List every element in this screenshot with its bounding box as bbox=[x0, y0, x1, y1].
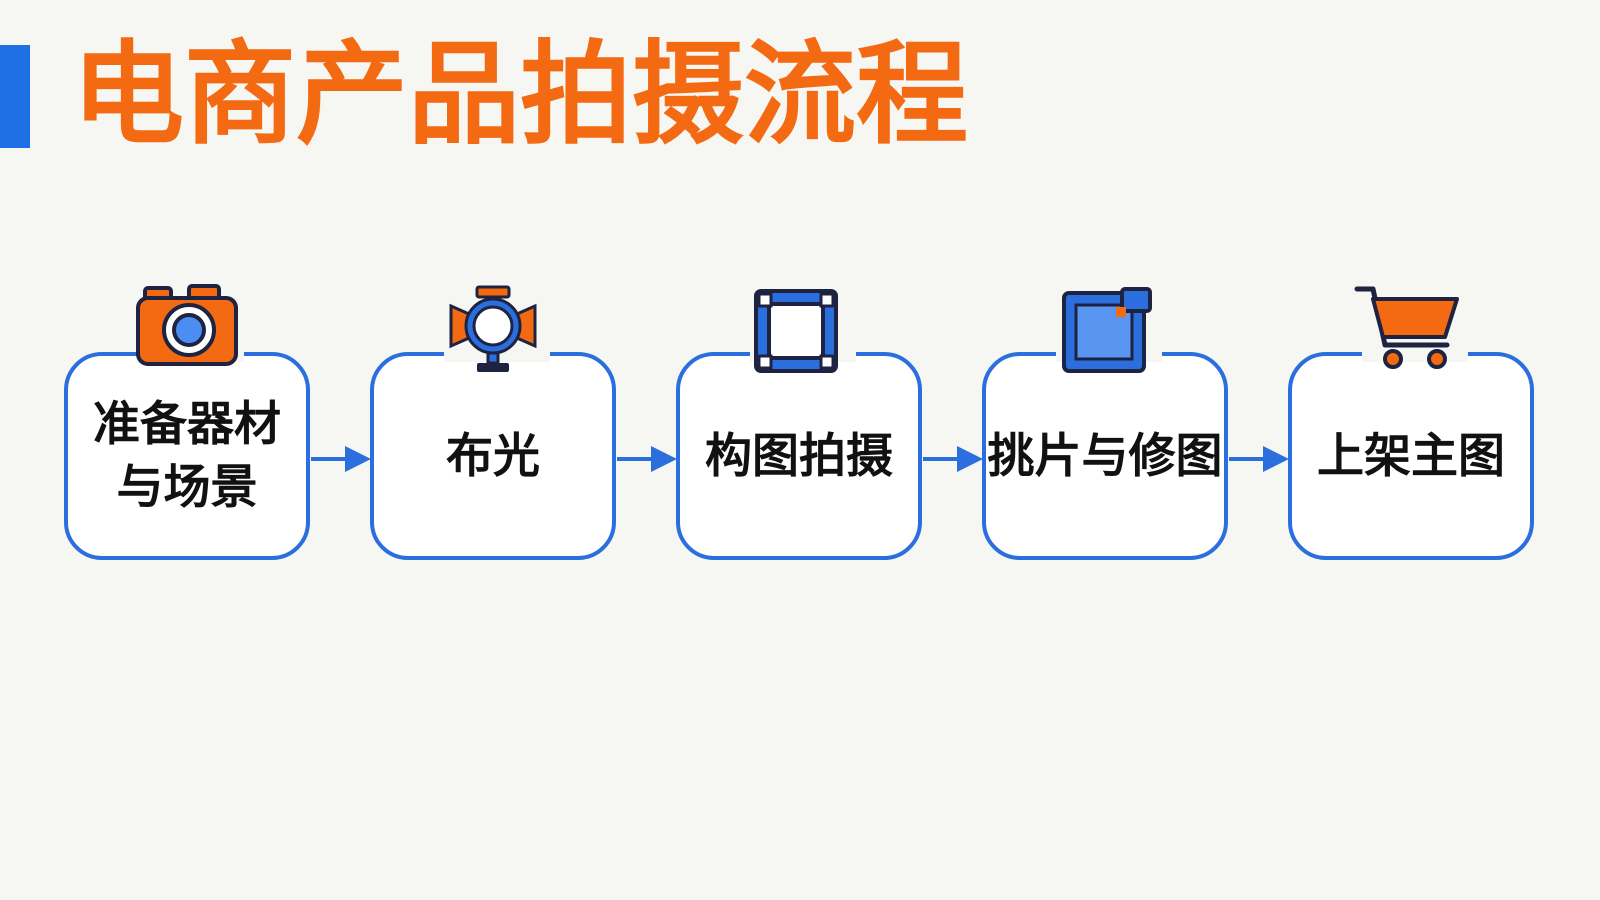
photo-edit-icon bbox=[1062, 287, 1152, 373]
step-label: 准备器材 与场景 bbox=[93, 397, 281, 515]
step-card-listing: 上架主图 bbox=[1288, 348, 1534, 560]
step-label: 挑片与修图 bbox=[987, 428, 1223, 484]
step-label: 构图拍摄 bbox=[705, 428, 893, 484]
studio-light-icon bbox=[449, 285, 537, 372]
camera-icon bbox=[136, 284, 238, 366]
page-title: 电商产品拍摄流程 bbox=[72, 30, 968, 160]
step-card-composition: 构图拍摄 bbox=[676, 348, 922, 560]
step-label: 布光 bbox=[446, 428, 540, 484]
step-card-selection-editing: 挑片与修图 bbox=[982, 348, 1228, 560]
step-card-lighting: 布光 bbox=[370, 348, 616, 560]
step-label: 上架主图 bbox=[1317, 428, 1505, 484]
shopping-cart-icon bbox=[1354, 286, 1459, 369]
title-accent-bar bbox=[0, 45, 30, 148]
flow-arrow bbox=[617, 446, 677, 472]
frame-icon bbox=[754, 289, 838, 373]
flow-arrow bbox=[311, 446, 371, 472]
flow-arrow bbox=[1229, 446, 1289, 472]
step-card-prepare: 准备器材 与场景 bbox=[64, 348, 310, 560]
flow-arrow bbox=[923, 446, 983, 472]
